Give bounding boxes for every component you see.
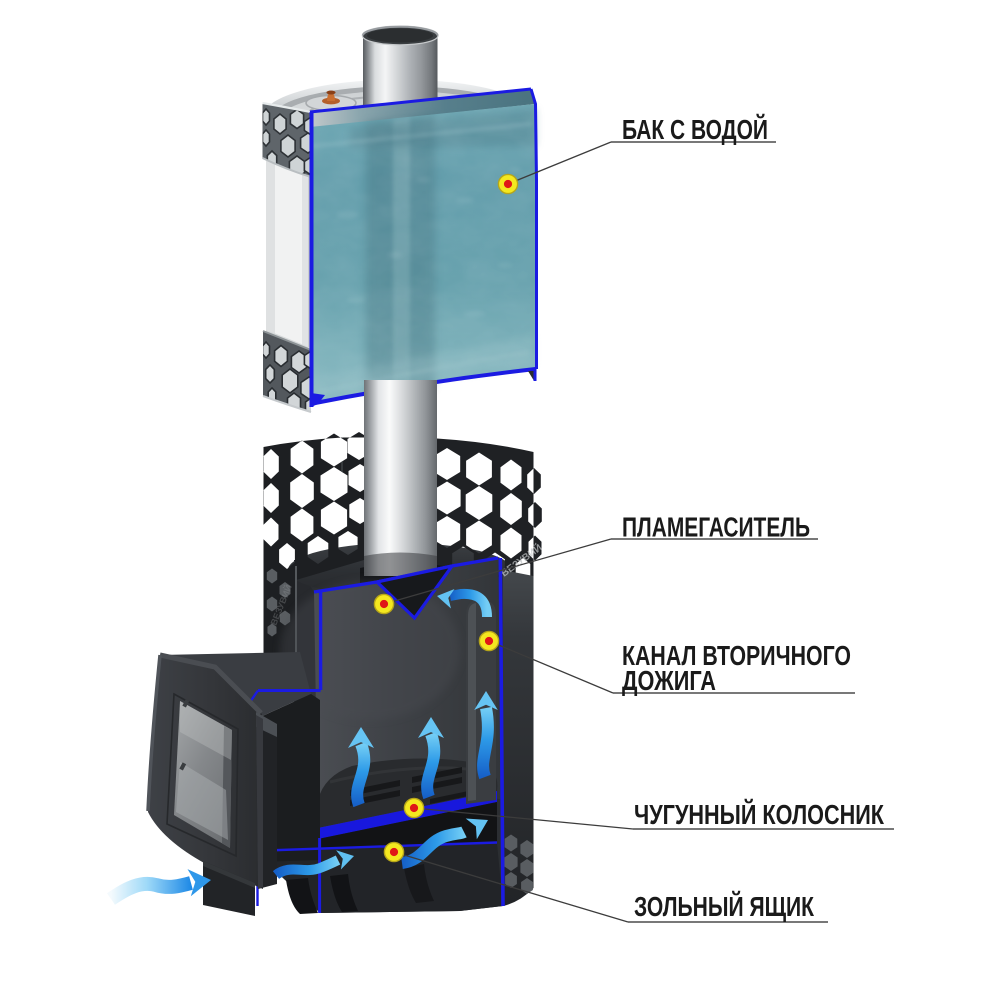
svg-text:БАК С ВОДОЙ: БАК С ВОДОЙ [622,114,768,145]
svg-text:ДОЖИГА: ДОЖИГА [622,665,716,696]
svg-text:КАНАЛ ВТОРИЧНОГО: КАНАЛ ВТОРИЧНОГО [622,640,851,671]
svg-text:ПЛАМЕГАСИТЕЛЬ: ПЛАМЕГАСИТЕЛЬ [622,512,810,543]
svg-text:ЧУГУННЫЙ КОЛОСНИК: ЧУГУННЫЙ КОЛОСНИК [634,799,884,830]
svg-text:ЗОЛЬНЫЙ ЯЩИК: ЗОЛЬНЫЙ ЯЩИК [634,891,814,922]
